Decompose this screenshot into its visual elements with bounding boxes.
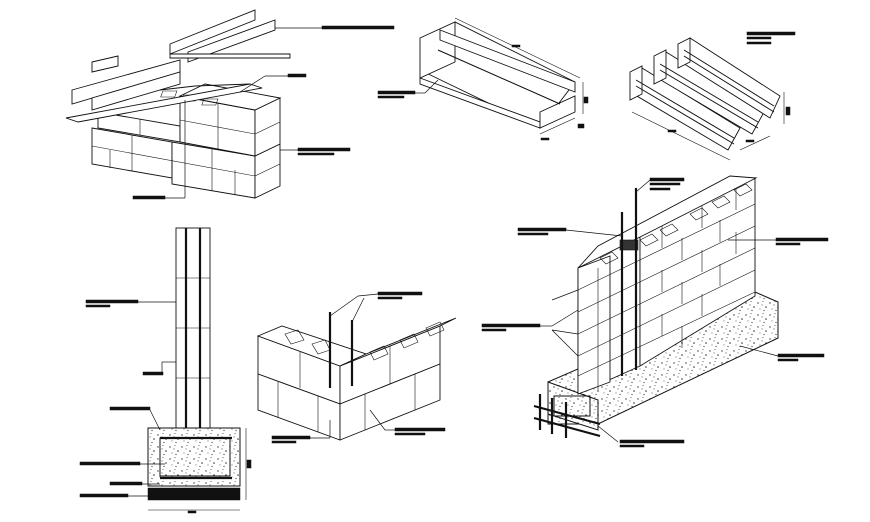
wall-with-channel-beams-detail xyxy=(65,9,395,200)
block-wall-courses xyxy=(91,83,282,199)
detail-1-leaders xyxy=(132,25,395,200)
reinforced-block-wall-detail xyxy=(481,175,829,448)
column-section-detail xyxy=(79,227,252,514)
corner-block-wall-detail xyxy=(256,291,457,444)
stacked-channels-detail xyxy=(629,31,796,161)
single-channel-detail xyxy=(377,17,589,141)
steel-channel-beams xyxy=(65,9,291,123)
wall-courses xyxy=(577,188,756,390)
